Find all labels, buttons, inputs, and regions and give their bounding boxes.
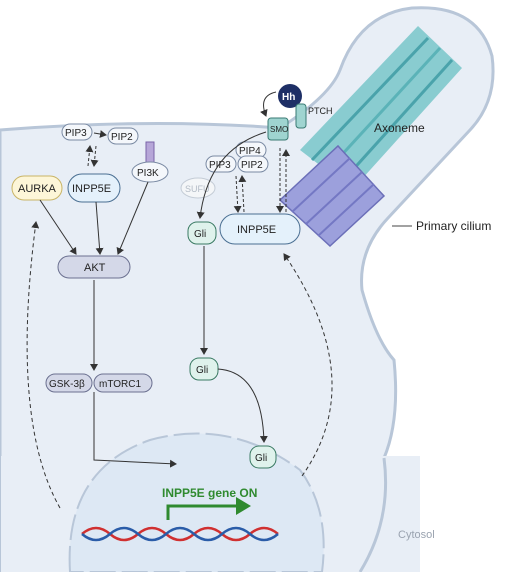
akt-label: AKT: [84, 262, 106, 274]
gli-box-1: [187, 221, 217, 245]
ptch-receptor: [295, 103, 307, 129]
pi3k-akt-arrow: [116, 181, 149, 255]
inpp5e-right-box: [219, 213, 301, 245]
akt-box: [57, 255, 131, 279]
hh-smo-arrow: [260, 91, 277, 117]
gene-on-label: INPP5E gene ON: [162, 486, 257, 500]
gsk3b-label: GSK-3β: [49, 379, 85, 390]
inpp5e-right-label: INPP5E: [237, 224, 276, 236]
gsk3b-box: [45, 373, 93, 393]
dna-helix: [81, 526, 279, 542]
hh-label: Hh: [282, 92, 295, 103]
aurka-akt-arrow: [39, 199, 77, 255]
pip3-right-box: [205, 155, 237, 173]
smo-gli-arrow: [196, 131, 267, 219]
pip2-left-box: [107, 127, 139, 145]
inpp5e-left-label: INPP5E: [72, 183, 111, 195]
pi3k-pip-arrow-down: [90, 145, 99, 167]
mtorc1-to-nucleus-arrow: [93, 392, 177, 468]
nucleus-feedback-right-arrow: [283, 253, 333, 477]
aurka-label: AURKA: [18, 183, 57, 195]
sufu-label: SUFU: [185, 184, 210, 194]
sufu-blob: [180, 177, 216, 199]
pi3k-label: PI3K: [137, 168, 159, 179]
hh-ligand: [278, 84, 302, 108]
pip-exchange-arrow: [93, 130, 107, 138]
gli-label-1: Gli: [194, 229, 206, 240]
mtorc1-box: [93, 373, 153, 393]
basal-body: [278, 144, 386, 248]
pip2-right-box: [237, 155, 269, 173]
pip3-right-label: PIP3: [209, 160, 231, 171]
ptch-label: PTCH: [308, 106, 333, 116]
smo-receptor: [267, 117, 289, 141]
nucleus-feedback-left-arrow: [26, 221, 61, 509]
primary-cilium-label: Primary cilium: [416, 219, 491, 233]
gli-box-3: [249, 445, 277, 469]
pip-inpp5e-arrow-down: [233, 175, 242, 213]
gli-label-2: Gli: [196, 365, 208, 376]
pip2-left-label: PIP2: [111, 132, 133, 143]
pip3-left-label: PIP3: [65, 128, 87, 139]
pip2-right-label: PIP2: [241, 160, 263, 171]
pi3k-protein: [131, 141, 169, 183]
gene-on-arrow: [166, 497, 251, 520]
gli-label-3: Gli: [255, 453, 267, 464]
aurka-box: [11, 175, 63, 201]
gli-to-nucleus-arrow: [217, 368, 268, 443]
pi3k-pip-arrow-up: [85, 145, 94, 167]
axoneme-label: Axoneme: [374, 121, 425, 135]
cytosol-label: Cytosol: [398, 529, 435, 541]
cell-lower-membrane: [358, 457, 388, 573]
inpp5e-left-box: [67, 173, 121, 203]
smo-label: SMO: [270, 125, 288, 134]
pip4-label: PIP4: [239, 146, 261, 157]
mtorc1-label: mTORC1: [99, 379, 141, 390]
pip3-left-box: [61, 123, 93, 141]
pip-inpp5e-arrow-up: [238, 175, 247, 213]
inpp5e-akt-arrow: [95, 201, 104, 255]
